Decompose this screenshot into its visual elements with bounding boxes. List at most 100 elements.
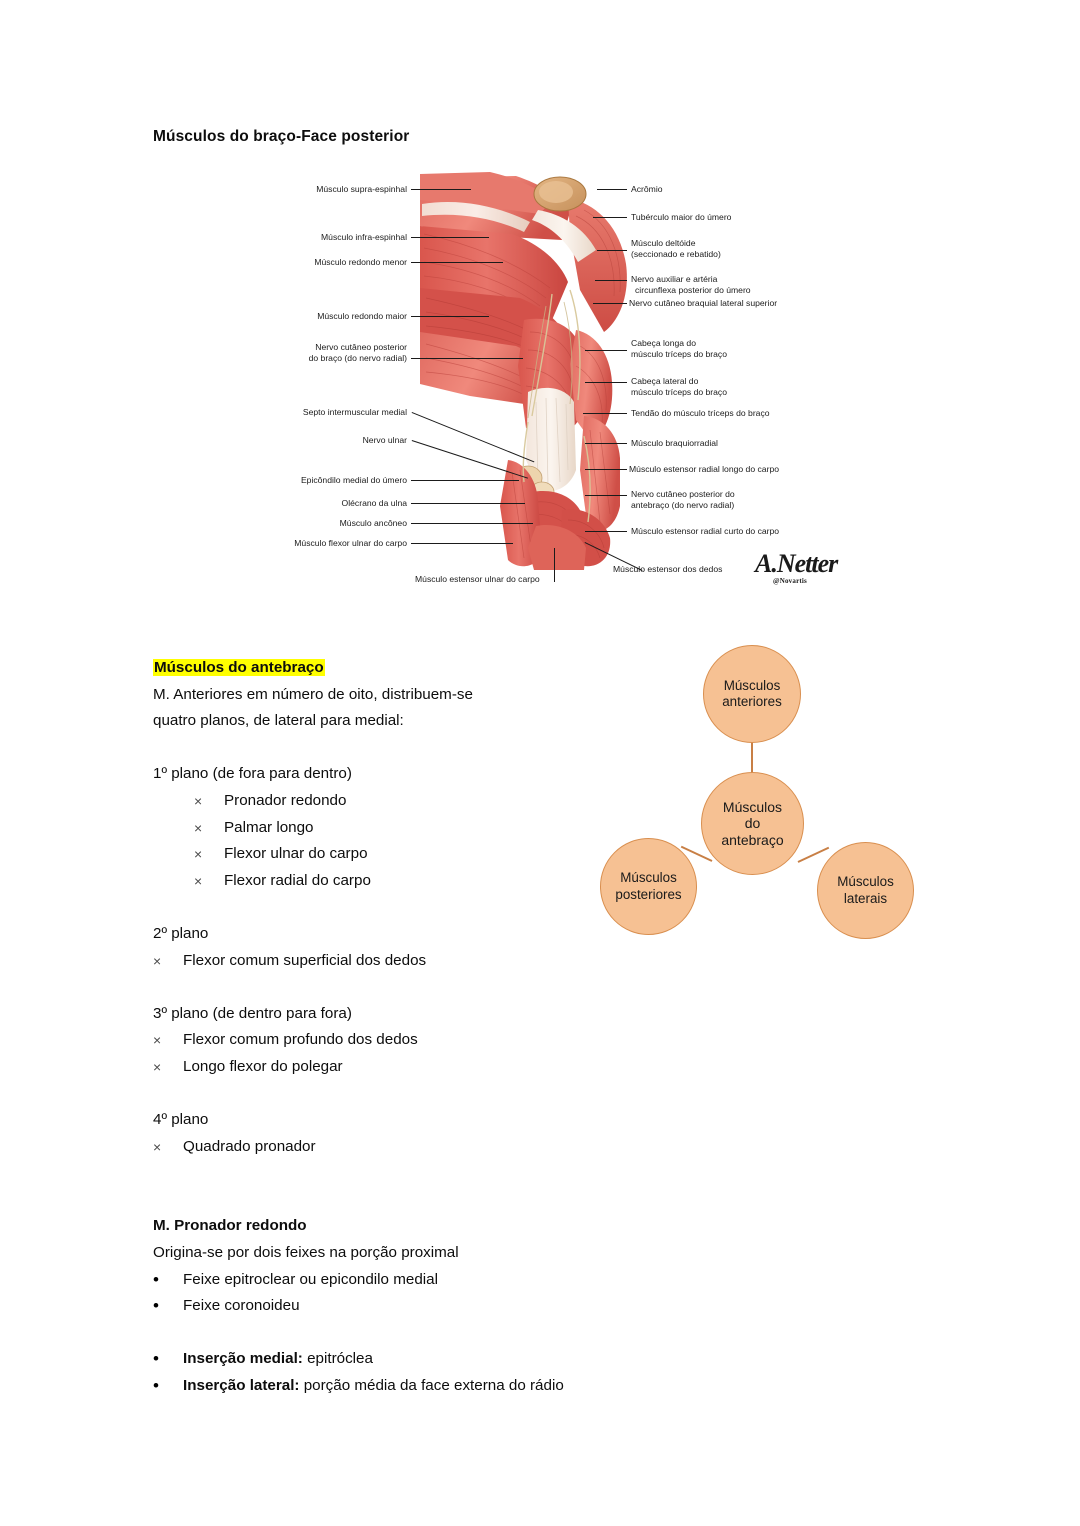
- leader-line: [411, 262, 503, 263]
- figure-label-redondo-menor: Músculo redondo menor: [314, 257, 407, 267]
- cross-bullet-icon: ×: [194, 846, 203, 863]
- node-label-line1: Músculos: [837, 874, 894, 890]
- artist-signature: A.Netter @Novartis: [755, 551, 838, 586]
- pronador-heading: M. Pronador redondo: [153, 1217, 307, 1235]
- list-item-label: Feixe coronoideu: [183, 1297, 300, 1315]
- node-label-line1: Músculos: [723, 677, 781, 693]
- figure-label-tuberculo-maior: Tubérculo maior do úmero: [631, 212, 732, 222]
- list-item: • Inserção lateral: porção média da face…: [153, 1373, 573, 1400]
- spacer: [153, 894, 573, 921]
- node-label-line1: Músculos: [620, 870, 677, 886]
- list-item-label: Palmar longo: [224, 818, 314, 836]
- leader-line: [585, 443, 627, 444]
- list-item-label: Flexor comum profundo dos dedos: [183, 1031, 418, 1049]
- figure-label-cabeca-lateral-2: músculo tríceps do braço: [631, 387, 728, 397]
- cross-bullet-icon: ×: [194, 872, 203, 889]
- leader-line: [585, 495, 627, 496]
- spacer: [153, 1320, 573, 1347]
- leader-line: [411, 503, 525, 504]
- list-item: × Pronador redondo: [153, 788, 573, 815]
- leader-line: [411, 358, 523, 359]
- insertion-medial-value: epitróclea: [302, 1350, 373, 1368]
- figure-label-cabeca-lateral-1: Cabeça lateral do: [631, 376, 699, 386]
- edge-central-lateral: [797, 846, 830, 863]
- figure-label-supraespinhal: Músculo supra-espinhal: [316, 184, 407, 194]
- spacer: [153, 735, 573, 762]
- insertion-lateral-label: Inserção lateral:: [183, 1377, 300, 1395]
- leader-line: [585, 469, 627, 470]
- anatomy-illustration: [420, 170, 640, 570]
- figure-label-estensor-dedos: Músculo estensor dos dedos: [613, 564, 723, 574]
- figure-label-infraespinhal: Músculo infra-espinhal: [321, 232, 407, 242]
- node-label-line2: do: [744, 815, 761, 832]
- node-musculos-anteriores[interactable]: Músculos anteriores: [703, 645, 801, 743]
- cross-bullet-icon: ×: [153, 952, 162, 969]
- leader-line: [411, 189, 471, 190]
- leader-line: [411, 523, 533, 524]
- leader-line: [583, 413, 627, 414]
- dot-bullet-icon: •: [153, 1349, 159, 1369]
- node-musculos-laterais[interactable]: Músculos laterais: [817, 842, 914, 939]
- list-item-label: Pronador redondo: [224, 791, 347, 809]
- figure-label-septo-intermuscular: Septo intermuscular medial: [302, 407, 407, 417]
- anatomy-figure: Músculo supra-espinhal Músculo infra-esp…: [255, 170, 838, 595]
- node-label-line3: antebraço: [721, 831, 784, 848]
- node-label-line2: anteriores: [722, 694, 782, 709]
- figure-label-redondo-maior: Músculo redondo maior: [317, 311, 407, 321]
- cross-bullet-icon: ×: [194, 792, 203, 809]
- cross-bullet-icon: ×: [153, 1138, 162, 1155]
- list-item-label: Longo flexor do polegar: [183, 1057, 343, 1075]
- leader-line: [593, 217, 627, 218]
- node-musculos-do-antebraco[interactable]: Músculos do antebraço: [701, 772, 804, 875]
- insertion-medial-label: Inserção medial:: [183, 1350, 303, 1368]
- leader-line: [585, 350, 627, 351]
- cross-bullet-icon: ×: [153, 1032, 162, 1049]
- list-item: × Longo flexor do polegar: [153, 1054, 573, 1081]
- leader-line: [411, 237, 489, 238]
- figure-label-deltoide-2: (seccionado e rebatido): [631, 249, 721, 259]
- figure-label-nervo-ulnar: Nervo ulnar: [362, 435, 407, 445]
- document-body: Músculos do antebraço M. Anteriores em n…: [153, 655, 573, 1400]
- list-item: • Feixe coronoideu: [153, 1293, 573, 1320]
- figure-label-nervo-cutaneo-antebraco-2: antebraço (do nervo radial): [631, 500, 735, 510]
- section-heading-forearm: Músculos do antebraço: [153, 655, 573, 682]
- figure-label-flexor-ulnar: Músculo flexor ulnar do carpo: [294, 538, 407, 548]
- dot-bullet-icon: •: [153, 1269, 159, 1289]
- node-label-line1: Músculos: [722, 798, 783, 815]
- spacer: [153, 1081, 573, 1108]
- figure-label-cabeca-longa-2: músculo tríceps do braço: [631, 349, 728, 359]
- leader-line: [554, 548, 555, 582]
- cross-bullet-icon: ×: [194, 819, 203, 836]
- node-label-line2: laterais: [843, 890, 888, 906]
- list-item: × Flexor ulnar do carpo: [153, 841, 573, 868]
- plane3-title: 3º plano (de dentro para fora): [153, 1004, 352, 1022]
- pronador-intro: Origina-se por dois feixes na porção pro…: [153, 1244, 459, 1262]
- spacer: [153, 1160, 573, 1187]
- forearm-muscle-diagram: Músculos anteriores Músculos do antebraç…: [595, 645, 925, 939]
- list-item: × Flexor comum superficial dos dedos: [153, 948, 573, 975]
- list-item: × Flexor comum profundo dos dedos: [153, 1027, 573, 1054]
- signature-publisher: @Novartis: [773, 577, 807, 585]
- page-title: Músculos do braço-Face posterior: [153, 128, 410, 145]
- node-label-line2: posteriores: [615, 886, 682, 902]
- highlighted-heading: Músculos do antebraço: [153, 659, 325, 676]
- spacer: [153, 974, 573, 1001]
- cross-bullet-icon: ×: [153, 1058, 162, 1075]
- figure-label-acromio: Acrômio: [631, 184, 663, 194]
- edge-anterior-central: [751, 741, 753, 775]
- list-item: • Feixe epitroclear ou epicondilo medial: [153, 1267, 573, 1294]
- figure-label-nervo-cutaneo-posterior-2: do braço (do nervo radial): [308, 353, 407, 363]
- node-musculos-posteriores[interactable]: Músculos posteriores: [600, 838, 697, 935]
- figure-label-olecrano: Olécrano da ulna: [341, 498, 407, 508]
- list-item: × Flexor radial do carpo: [153, 868, 573, 895]
- figure-label-braquiorradial: Músculo braquiorradial: [631, 438, 718, 448]
- list-item-label: Quadrado pronador: [183, 1137, 316, 1155]
- leader-line: [597, 250, 627, 251]
- figure-label-estensor-radial-curto: Músculo estensor radial curto do carpo: [631, 526, 780, 536]
- list-item-label: Flexor ulnar do carpo: [224, 845, 368, 863]
- plane4-title: 4º plano: [153, 1111, 209, 1129]
- intro-line-2: quatro planos, de lateral para medial:: [153, 712, 404, 730]
- plane2-title: 2º plano: [153, 924, 209, 942]
- leader-line: [411, 316, 489, 317]
- list-item: • Inserção medial: epitróclea: [153, 1346, 573, 1373]
